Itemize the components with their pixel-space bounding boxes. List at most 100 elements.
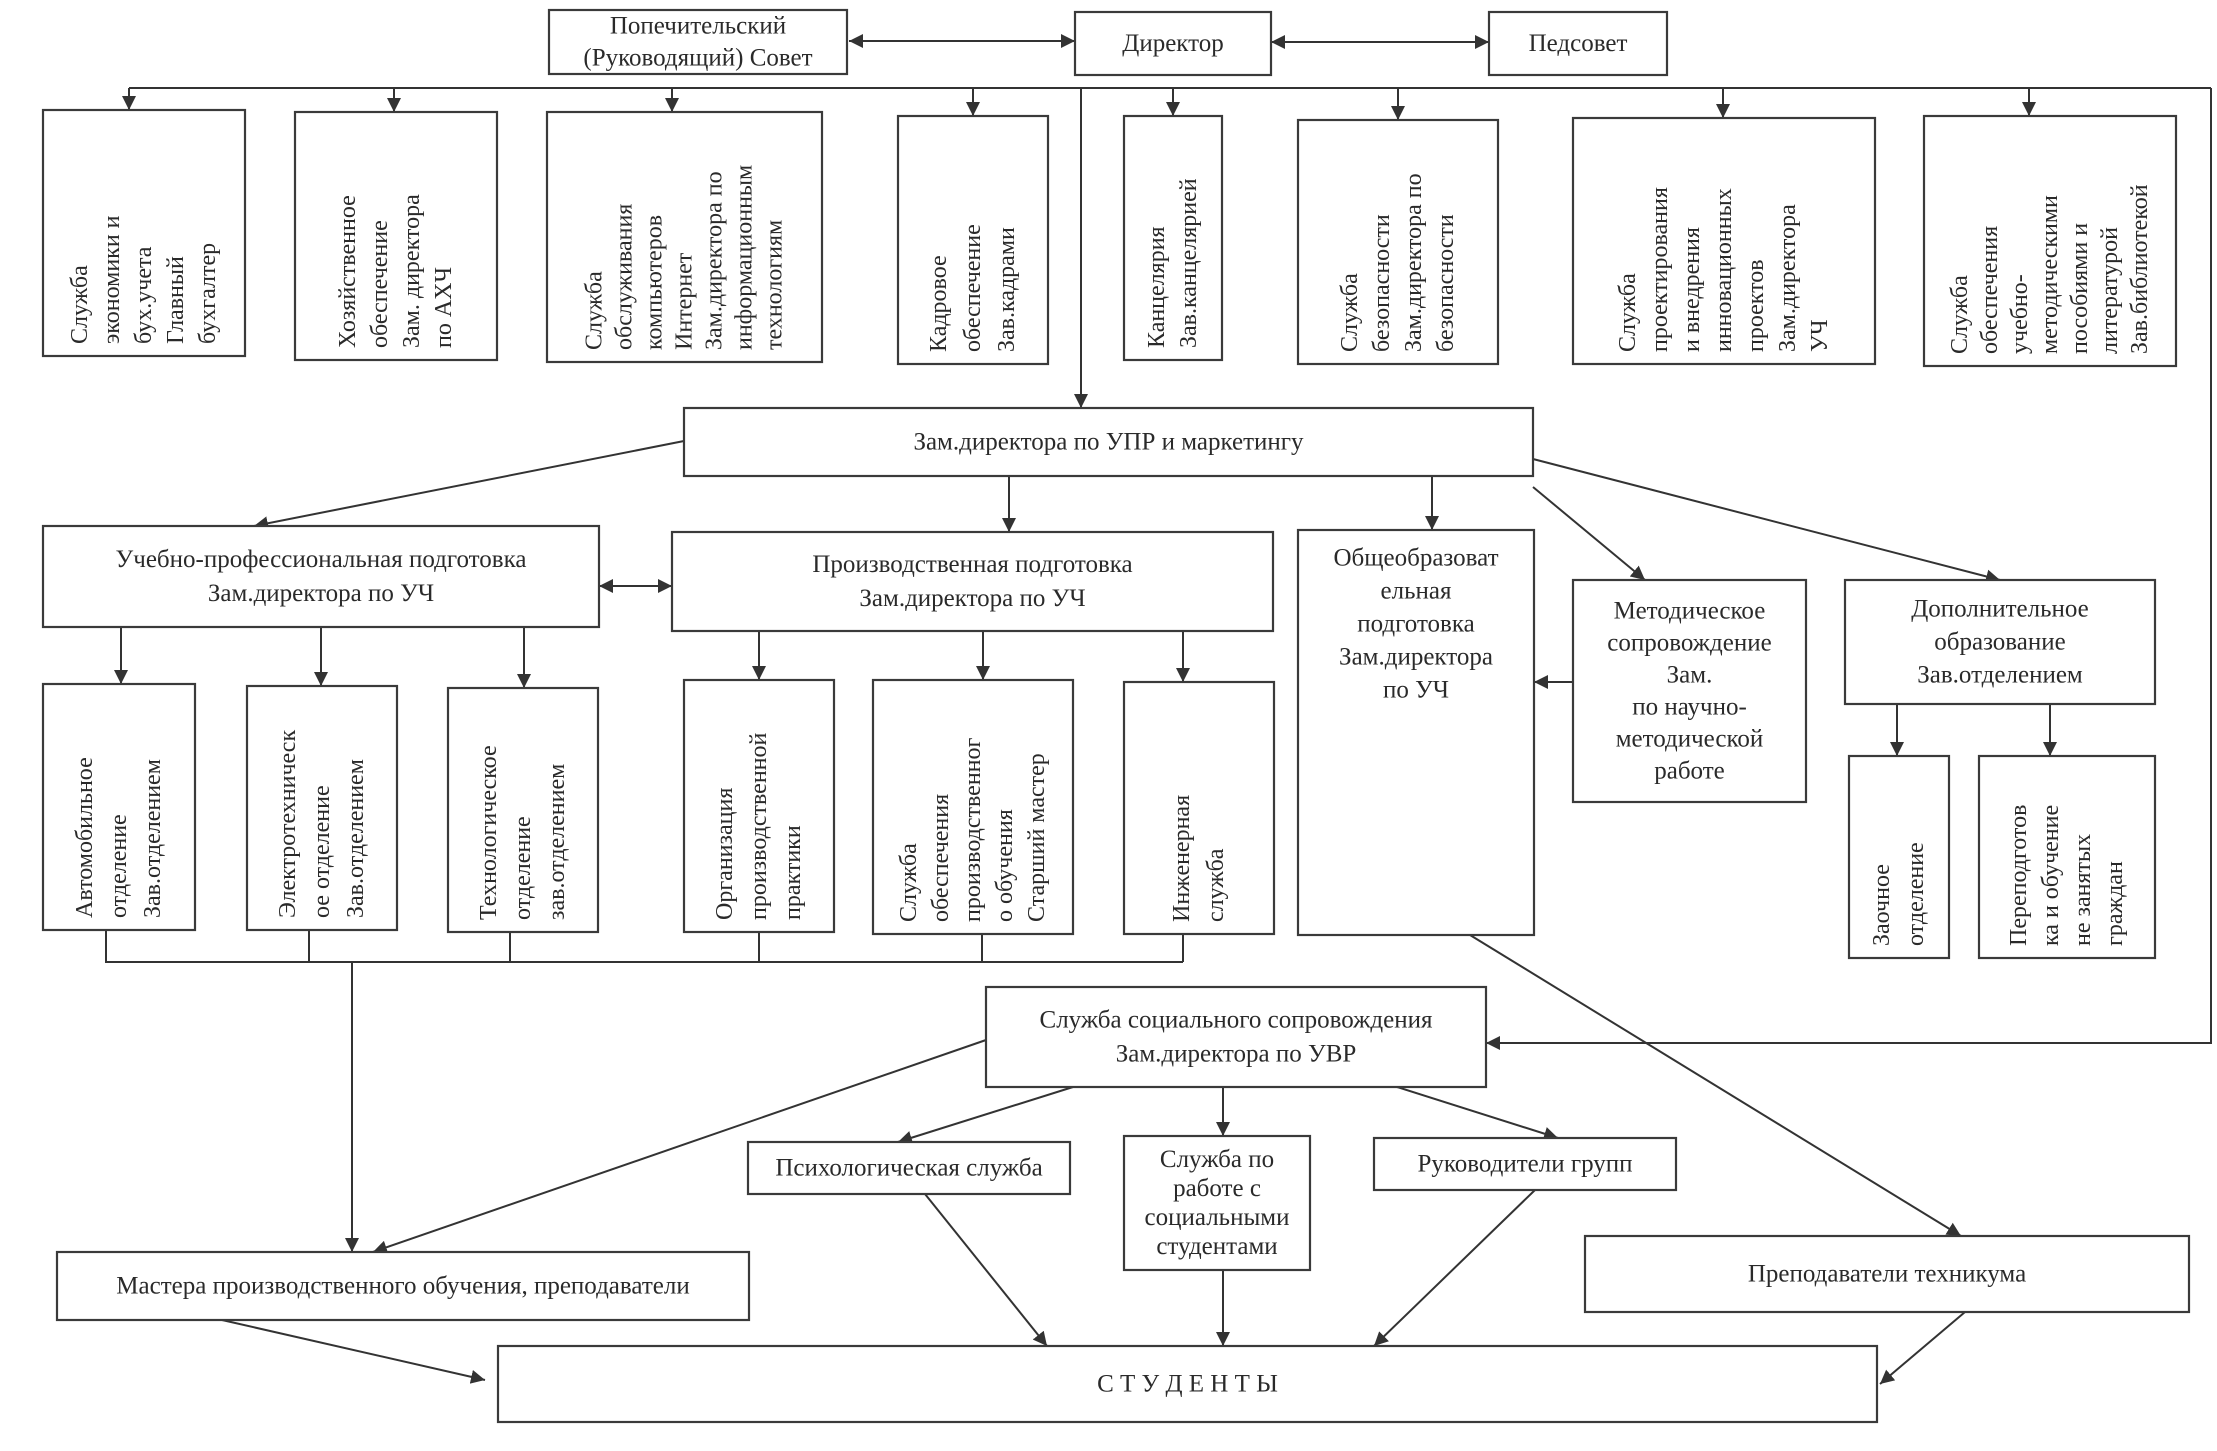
- node-label: Служба по: [1160, 1146, 1274, 1173]
- node-box: [1122, 680, 1276, 936]
- node-label: безопасности: [1433, 214, 1459, 352]
- node-production: Производственная подготовкаЗам.директора…: [670, 530, 1275, 633]
- node-label: отделение: [106, 814, 132, 918]
- node-label: Служба: [67, 265, 93, 344]
- node-label: образование: [1934, 629, 2065, 656]
- node-label: Служба: [582, 271, 608, 350]
- node-label: инновационных: [1711, 188, 1737, 352]
- node-label: Зам.директора по: [1401, 173, 1427, 352]
- node-label: Организация: [712, 788, 738, 920]
- node-label: проектов: [1743, 259, 1769, 352]
- node-label: Зав.отделением: [1917, 662, 2083, 689]
- node-box: [682, 678, 836, 934]
- node-label: Заочное: [1869, 864, 1895, 946]
- node-label: обслуживания: [612, 204, 638, 350]
- node-label: Зав.отделением: [343, 759, 369, 918]
- node-label: обеспечение: [960, 224, 986, 352]
- node-label: Зав.кадрами: [994, 227, 1020, 352]
- node-box: [293, 110, 499, 362]
- node-label: Зам.директора по: [702, 171, 728, 350]
- node-box: [1296, 528, 1536, 937]
- node-label: обеспечения: [1977, 226, 2003, 354]
- node-psych: Психологическая служба: [746, 1140, 1072, 1196]
- node-label: проектирования: [1647, 187, 1673, 352]
- node-label: бухгалтер: [195, 243, 221, 344]
- node-box: [1843, 578, 2157, 706]
- node-label: производственног: [960, 737, 986, 922]
- node-label: Зам.директора по УВР: [1116, 1041, 1357, 1068]
- node-label: Главный: [163, 256, 189, 344]
- node-label: по УЧ: [1383, 677, 1449, 704]
- node-label: Директор: [1122, 30, 1223, 57]
- node-box: [496, 1344, 1879, 1424]
- connector: [1532, 458, 2001, 584]
- node-pedsovet: Педсовет: [1487, 10, 1669, 77]
- connector: [1373, 1189, 1536, 1347]
- node-social: Служба социального сопровожденияЗам.дире…: [984, 985, 1488, 1089]
- node-label: Психологическая служба: [775, 1155, 1042, 1182]
- node-label: ельная: [1381, 578, 1452, 605]
- node-label: по АХЧ: [431, 267, 457, 348]
- node-practice: Организация производственной практики: [682, 678, 836, 934]
- node-label: Зам. директора: [399, 194, 425, 348]
- node-label: практики: [780, 825, 806, 920]
- node-label: УЧ: [1807, 319, 1833, 352]
- node-label: производственной: [746, 732, 772, 920]
- connector: [1532, 486, 1646, 581]
- node-edu-prof: Учебно-профессиональная подготовкаЗам.ди…: [41, 524, 601, 629]
- node-label: Зам.директора по УПР и маркетингу: [913, 429, 1304, 456]
- node-label: Зам.директора: [1775, 204, 1801, 352]
- node-box: [41, 524, 601, 629]
- node-label: С Т У Д Е Н Т Ы: [1097, 1371, 1278, 1398]
- node-label: служба: [1203, 848, 1229, 922]
- connector: [253, 440, 685, 531]
- node-box: [682, 406, 1535, 478]
- node-label: Служба: [1615, 273, 1641, 352]
- node-label: Автомобильное: [72, 757, 98, 918]
- node-box: [896, 114, 1050, 366]
- node-label: Учебно-профессиональная подготовка: [116, 546, 527, 573]
- node-label: Зам.: [1667, 662, 1713, 689]
- node-label: Канцелярия: [1144, 226, 1170, 348]
- node-label: отделение: [1903, 842, 1929, 946]
- node-box: [1073, 10, 1273, 77]
- node-extramural: Заочное отделение: [1847, 754, 1951, 960]
- node-label: Попечительский: [610, 13, 786, 40]
- node-label: не занятых: [2070, 834, 2096, 946]
- node-box: [746, 1140, 1072, 1196]
- node-label: литературой: [2097, 227, 2123, 354]
- connector: [897, 1086, 1074, 1145]
- node-box: [1922, 114, 2178, 368]
- node-label: социальными: [1145, 1204, 1290, 1231]
- node-label: Зам.директора по УЧ: [859, 585, 1085, 612]
- node-box: [1122, 1134, 1312, 1272]
- node-label: Педсовет: [1529, 30, 1628, 57]
- node-label: Методическое: [1614, 598, 1766, 625]
- node-general: ОбщеобразовательнаяподготовкаЗам.директо…: [1296, 528, 1536, 937]
- node-label: Служба: [896, 843, 922, 922]
- node-label: Электротехническ: [275, 730, 301, 918]
- node-box: [1571, 578, 1808, 804]
- node-label: технологиям: [762, 220, 788, 350]
- node-upr: Зам.директора по УПР и маркетингу: [682, 406, 1535, 478]
- node-label: и внедрения: [1679, 227, 1705, 352]
- node-label: Переподготов: [2006, 805, 2032, 946]
- node-box: [245, 684, 399, 932]
- node-label: Руководители групп: [1417, 1151, 1632, 1178]
- node-box: [1571, 116, 1877, 366]
- node-box: [670, 530, 1275, 633]
- node-label: Зав.отделением: [140, 759, 166, 918]
- node-box: [1296, 118, 1500, 366]
- node-label: Служба: [1947, 275, 1973, 354]
- connector: [1879, 1311, 1966, 1385]
- connector: [1396, 1086, 1559, 1141]
- node-label: о обучения: [992, 809, 1018, 922]
